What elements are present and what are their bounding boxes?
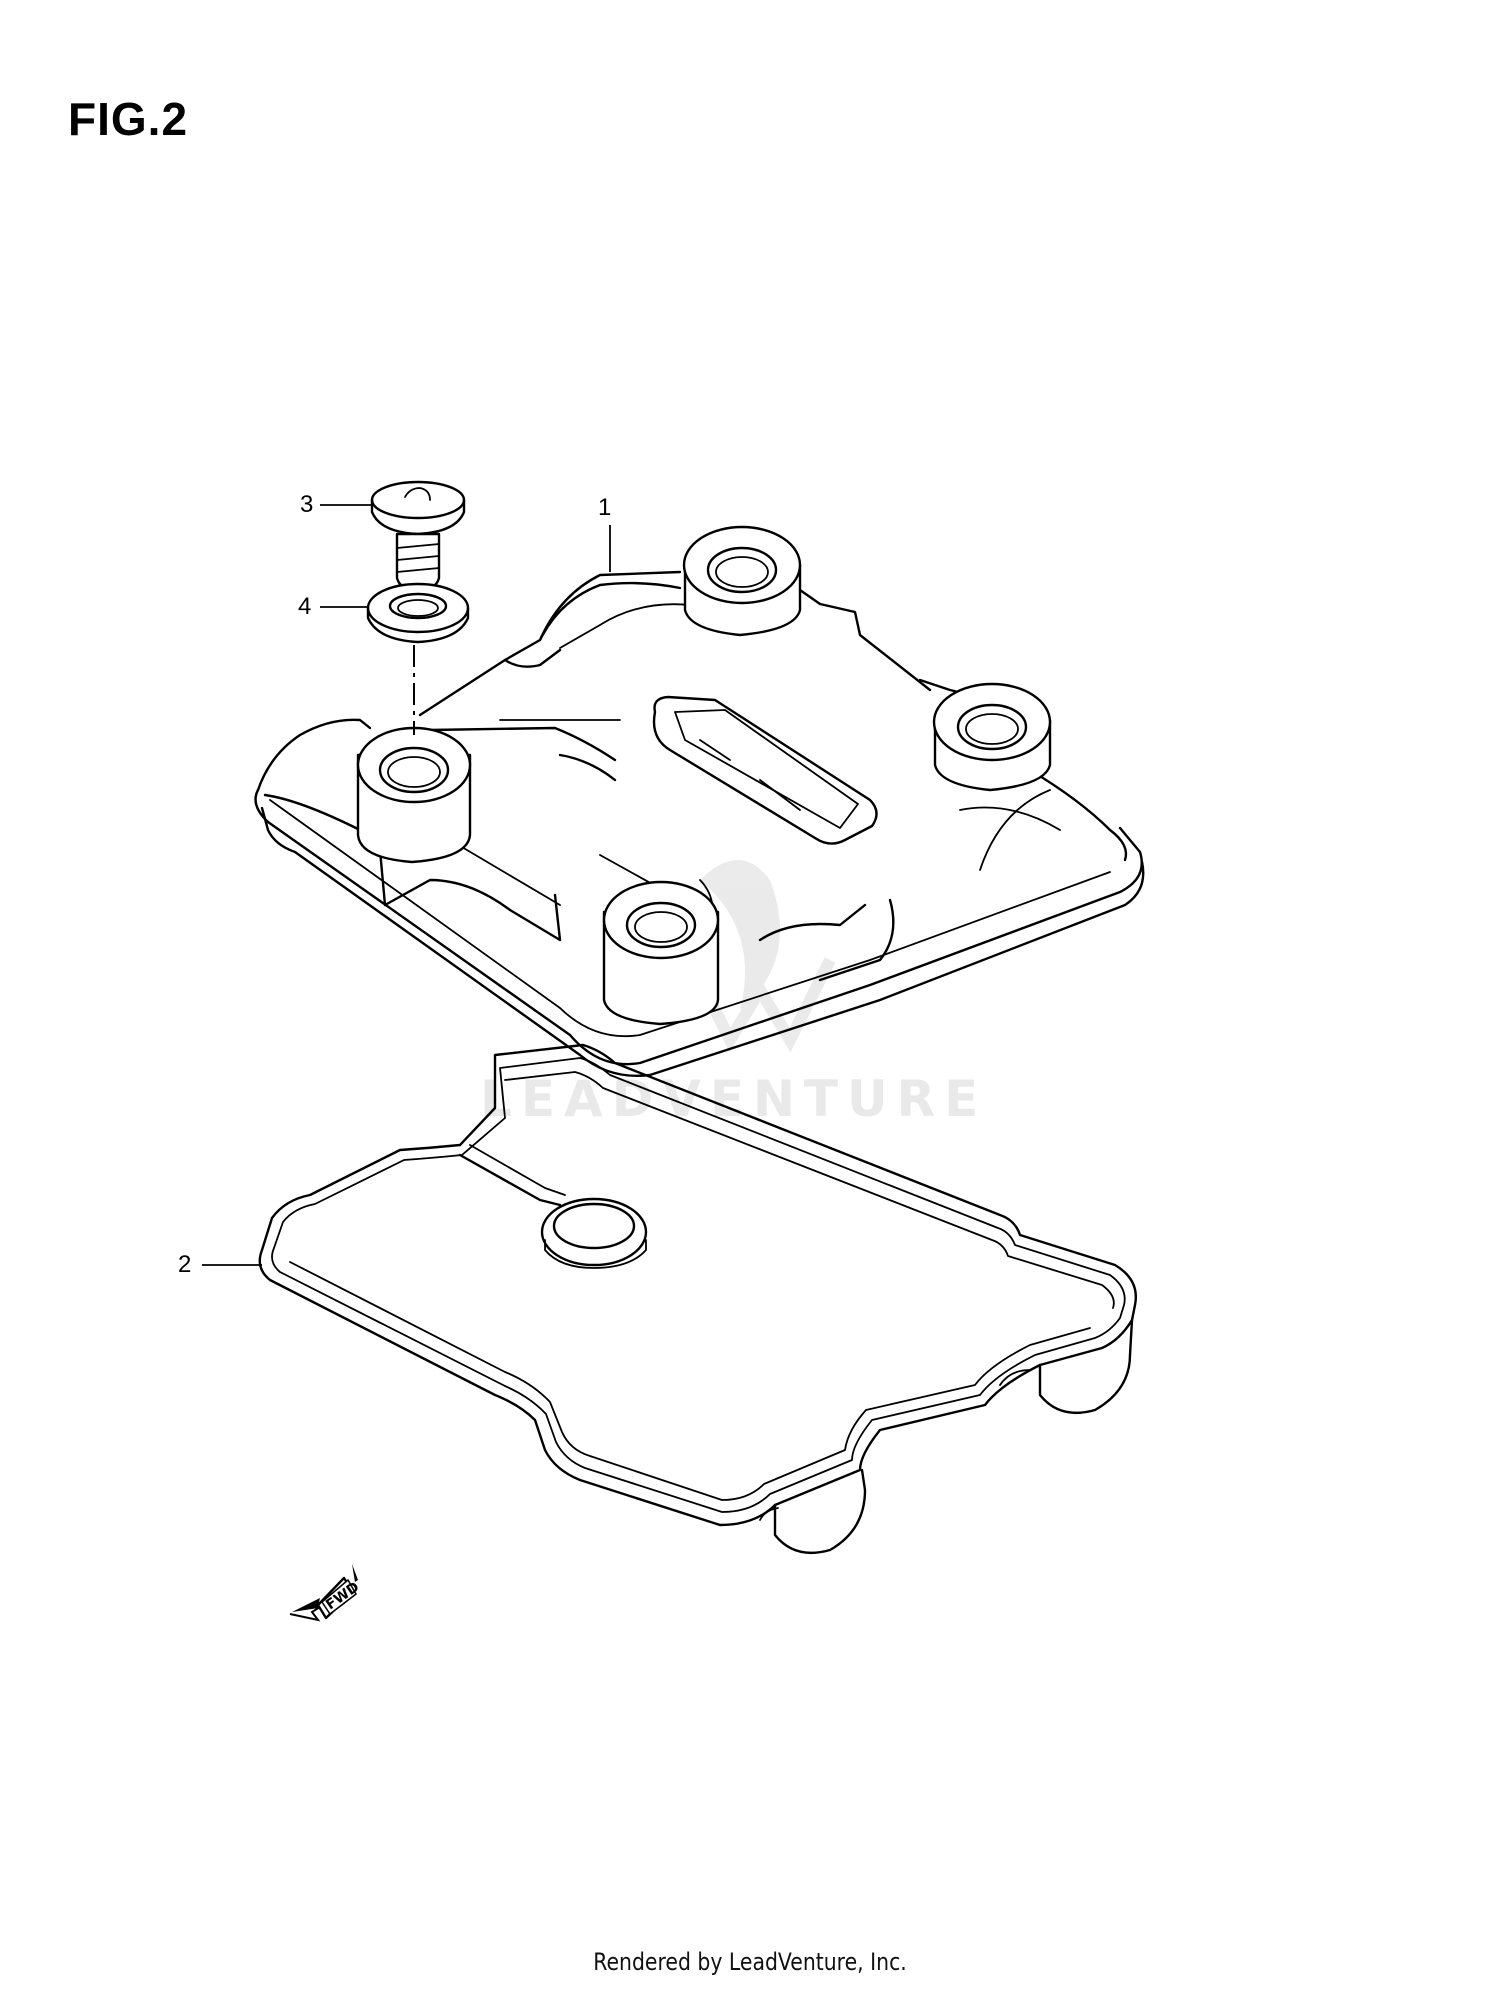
watermark-logo: [684, 860, 836, 1053]
front-center-boss: [602, 880, 720, 1026]
right-rear-boss: [932, 682, 1052, 792]
figure-title: FIG.2: [68, 93, 189, 145]
left-front-boss: [356, 726, 472, 864]
footer-credit: Rendered by LeadVenture, Inc.: [593, 1948, 907, 1976]
cylinder-head-cover[interactable]: [254, 525, 1145, 1077]
callout-3: 3: [300, 491, 314, 518]
callout-1: 1: [598, 494, 612, 521]
bolt-seal-washer[interactable]: [366, 582, 470, 644]
rear-center-boss: [682, 525, 802, 637]
forward-arrow-icon: FWD: [289, 1564, 362, 1622]
watermark-text: LEADVENTURE: [480, 1070, 988, 1128]
callout-4: 4: [298, 593, 312, 620]
cover-gasket[interactable]: [258, 1043, 1137, 1554]
callout-2: 2: [178, 1251, 192, 1278]
cover-bolt[interactable]: [370, 480, 466, 592]
